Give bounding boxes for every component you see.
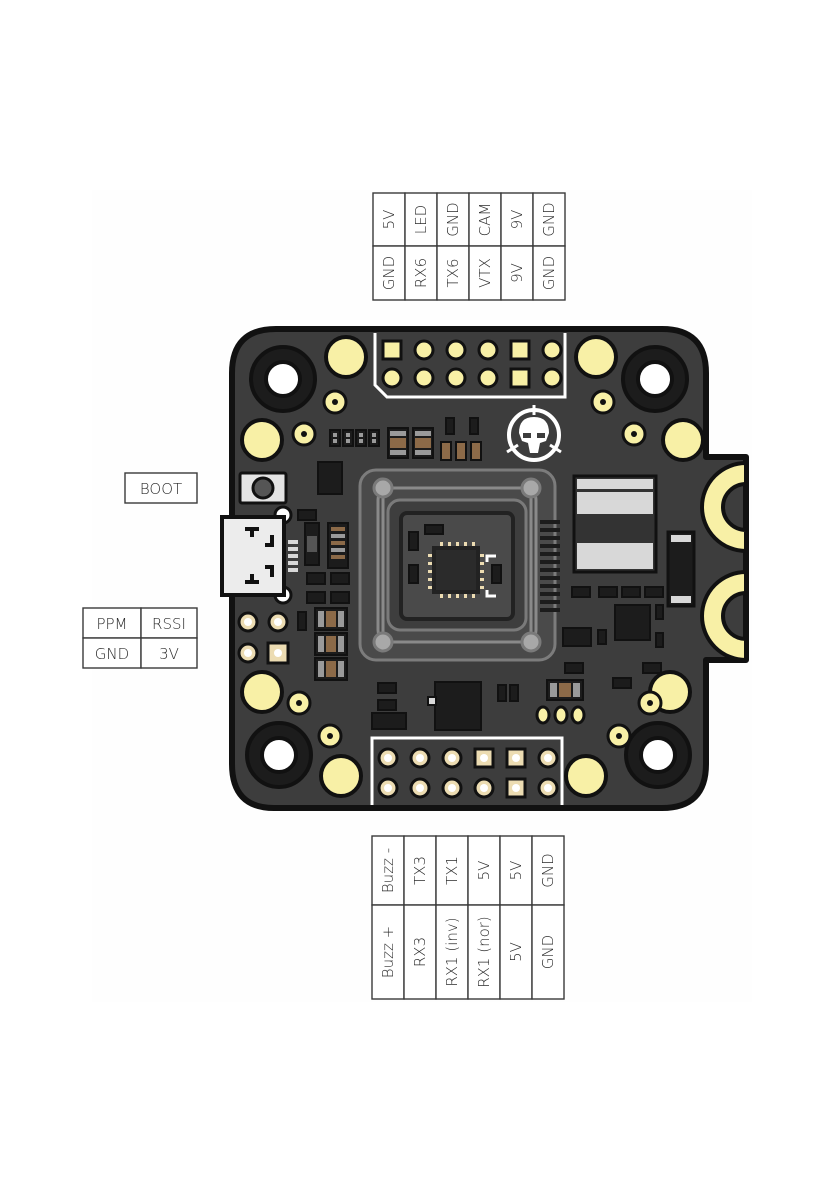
pad-hole [480,754,488,762]
pin-label: 5V [380,210,398,230]
chip-pin [480,554,484,557]
header-pad-round [479,341,497,359]
rssi-label: RSSI [152,615,186,633]
chip-pin [480,586,484,589]
ppm-label: PPM [96,615,127,633]
pin-label: CAM [476,203,494,237]
chip-pin [428,570,432,573]
pin-label: VTX [476,258,494,288]
pin-label: Buzz - [379,848,397,893]
chip-pin [464,542,467,546]
header-pad-round [415,341,433,359]
pad-hole [480,784,488,792]
header-pad-round [479,369,497,387]
capacitor-bottom [547,680,583,700]
pin-label: TX6 [444,259,462,288]
pad-hole [416,754,424,762]
pin-label: GND [540,256,558,290]
header-pad-square [511,369,529,387]
pin-label: RX3 [411,937,429,967]
gyro-mount-frame [360,470,560,660]
mount-hole-bottom-right [626,723,690,787]
pin-label: GND [539,853,557,887]
top-pin-labels: 5V LED GND CAM 9V GND GND RX6 TX6 VTX 9V GND [373,193,565,300]
chip-pin [428,586,432,589]
pad-hole [448,784,456,792]
gyro-chip [428,542,484,598]
pin-label: RX6 [412,258,430,288]
pin-label: TX1 [443,856,461,885]
pin-label: 9V [508,263,526,283]
mount-hole-top-right [623,347,687,411]
pad-hole [384,754,392,762]
pin-label: Buzz + [379,926,397,978]
pin-label: 5V [507,861,525,881]
chip-pin [480,570,484,573]
power-inductor [574,476,656,572]
ic-soic-8 [318,462,342,494]
pad-hole [512,784,520,792]
pin-label: 5V [475,861,493,881]
rx-label-grid: PPM RSSI GND 3V [83,608,197,668]
pin-label: RX1 (inv) [443,917,461,986]
header-pad-round [447,369,465,387]
boot-label-box: BOOT [125,473,197,503]
chip-pin [440,594,443,598]
chip-pin [472,594,475,598]
chip-pin [440,542,443,546]
pad-hole [544,754,552,762]
pin-label: GND [539,935,557,969]
chip-pin [464,594,467,598]
pad-hole [384,784,392,792]
led-pads [537,707,584,723]
pin-label: GND [444,202,462,236]
gnd-label: GND [95,645,129,663]
pcb-board [222,329,746,808]
header-pad-round [447,341,465,359]
boot-label: BOOT [140,480,182,498]
header-pad-round [543,341,561,359]
header-pad-square [511,341,529,359]
ic-tab [428,697,436,705]
pad-hole [448,754,456,762]
chip-pin [472,542,475,546]
chip-pin [448,594,451,598]
chip-pin [456,594,459,598]
pad-hole [544,784,552,792]
chip-pin [480,562,484,565]
boot-button [240,473,286,503]
diode-vertical [668,532,694,606]
pin-label: TX3 [411,856,429,885]
chip-pin [428,578,432,581]
bottom-pin-labels: Buzz - TX3 TX1 5V 5V GND Buzz + RX3 RX1 (inv) RX1… [372,836,564,999]
chip-pin [428,562,432,565]
pin-label: 9V [508,210,526,230]
chip-pin [480,578,484,581]
pin-label: GND [540,202,558,236]
3v-label: 3V [159,645,179,663]
chip-pin [428,554,432,557]
header-pad-round [543,369,561,387]
pin-label: GND [380,256,398,290]
header-pad-round [383,369,401,387]
mount-hole-top-left [251,347,315,411]
pad-hole [512,754,520,762]
header-pad-square [383,341,401,359]
pin-label: 5V [507,942,525,962]
mount-hole-bottom-left [247,723,311,787]
chip-pin [448,542,451,546]
pad-hole [416,784,424,792]
chip-pin [456,542,459,546]
pin-label: RX1 (nor) [475,916,493,988]
pin-label: LED [412,205,430,234]
header-pad-round [415,369,433,387]
